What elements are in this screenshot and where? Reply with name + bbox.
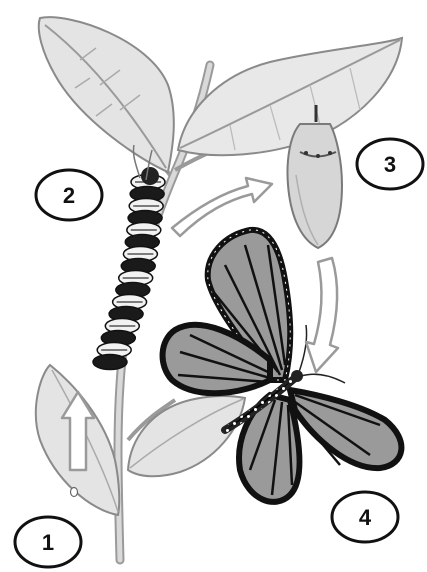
leaf-bottom-right: [128, 396, 245, 476]
caterpillar: [93, 145, 165, 370]
stage-2-label: 2: [36, 170, 102, 220]
stage-1-number: 1: [42, 530, 54, 555]
stage-4-number: 4: [359, 505, 372, 530]
leaf-top-right: [178, 38, 402, 155]
stage-2-number: 2: [63, 183, 75, 208]
leaf-top-left: [39, 17, 174, 172]
stage-3-label: 3: [357, 139, 423, 189]
caterpillar-segment: [93, 355, 127, 370]
egg: [71, 488, 78, 497]
caterpillar-head: [141, 167, 159, 185]
stage-1-label: 1: [15, 517, 81, 567]
arrow-chrysalis-to-butterfly: [306, 258, 338, 372]
stage-4-label: 4: [332, 492, 398, 542]
stage-3-number: 3: [384, 152, 396, 177]
